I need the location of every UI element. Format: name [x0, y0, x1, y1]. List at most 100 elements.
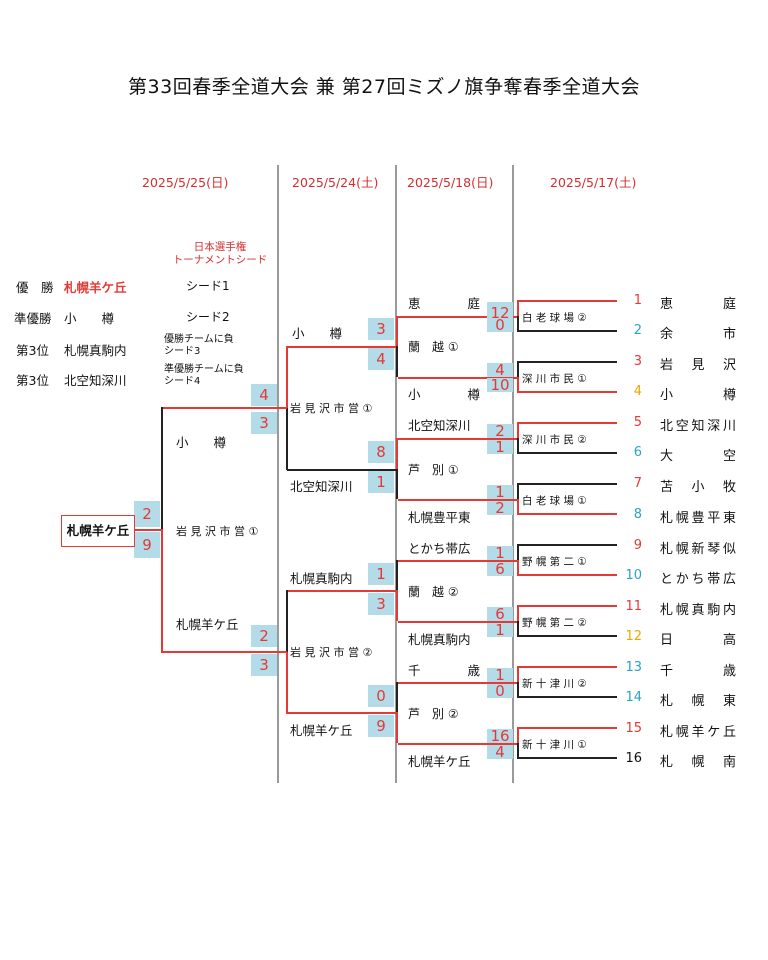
score-box: 8: [368, 441, 394, 463]
score-box: 9: [368, 715, 394, 737]
team-number: 8: [633, 507, 642, 522]
team-number: 4: [633, 384, 642, 399]
team-name: 札幌真駒内: [660, 603, 736, 618]
venue-label: 白 老 球 場 ②: [522, 312, 587, 324]
score-box: 9: [134, 532, 160, 558]
result-team: 北空知深川: [64, 373, 127, 388]
score-box: 4: [487, 745, 513, 760]
column-divider: [277, 165, 279, 783]
score-box: 2: [134, 501, 160, 527]
result-team: 札幌真駒内: [64, 343, 127, 358]
result-team-champion: 札幌羊ケ丘: [64, 280, 127, 295]
venue-label: 岩 見 沢 市 営 ①: [176, 525, 259, 538]
venue-label: 芦 別 ②: [408, 707, 459, 721]
venue-label: 芦 別 ①: [408, 463, 459, 477]
venue-label: 深 川 市 民 ②: [522, 434, 587, 446]
result-seed: シード2: [186, 310, 230, 324]
result-place: 準優勝: [14, 311, 52, 326]
result-place: 第3位: [16, 343, 49, 358]
score-box: 3: [251, 412, 277, 434]
team-name: 札 幌 南: [660, 755, 736, 770]
team-name: 札幌羊ケ丘: [290, 723, 353, 738]
venue-label: 新 十 津 川 ①: [522, 739, 587, 751]
venue-label: 岩 見 沢 市 営 ②: [290, 646, 373, 659]
team-number: 1: [633, 293, 642, 308]
score-box: 0: [487, 684, 513, 699]
team-name: 札幌羊ケ丘: [660, 725, 736, 740]
score-box: 1: [487, 485, 513, 500]
team-number: 9: [633, 538, 642, 553]
score-box: 4: [251, 384, 277, 406]
team-name: 日 高: [660, 633, 736, 648]
result-place: 優 勝: [16, 280, 54, 295]
venue-label: 野 幌 第 二 ①: [522, 556, 587, 568]
team-name: 北空知深川: [290, 479, 353, 494]
team-name: 余 市: [660, 327, 736, 342]
venue-label: 岩 見 沢 市 営 ①: [290, 402, 373, 415]
score-box: 6: [487, 562, 513, 577]
score-box: 3: [251, 654, 277, 676]
column-divider: [395, 165, 397, 783]
team-name: 小 樽: [176, 435, 227, 450]
score-box: 10: [487, 378, 513, 393]
score-box: 1: [487, 546, 513, 561]
team-name: 恵 庭: [408, 296, 480, 311]
team-name: 千 歳: [660, 664, 736, 679]
score-box: 1: [368, 563, 394, 585]
seed-header-line: トーナメントシード: [172, 254, 268, 266]
score-box: 2: [487, 424, 513, 439]
team-name: 札幌真駒内: [290, 571, 353, 586]
score-box: 1: [487, 440, 513, 455]
score-box: 4: [487, 363, 513, 378]
result-seed: 優勝チームに負 シード3: [164, 334, 234, 357]
team-name: 札幌真駒内: [408, 632, 471, 647]
page-title: 第33回春季全道大会 兼 第27回ミズノ旗争奪春季全道大会: [128, 76, 640, 98]
seed-header-line: 日本選手権: [193, 241, 247, 253]
score-box: 2: [487, 501, 513, 516]
team-name: 札幌新琴似: [660, 542, 736, 557]
result-place: 第3位: [16, 373, 49, 388]
team-name: 苫小牧: [660, 480, 736, 495]
column-divider: [512, 165, 514, 783]
score-box: 16: [487, 729, 513, 744]
team-number: 7: [633, 476, 642, 491]
champion-box: 札幌羊ケ丘: [61, 515, 135, 547]
team-number: 11: [625, 599, 642, 614]
team-number: 13: [625, 660, 642, 675]
result-seed: シード1: [186, 279, 230, 293]
venue-label: 野 幌 第 二 ②: [522, 617, 587, 629]
team-number: 5: [633, 415, 642, 430]
team-name: 岩見沢: [660, 358, 736, 373]
score-box: 3: [368, 318, 394, 340]
team-number: 16: [625, 751, 642, 766]
result-seed: 準優勝チームに負 シード4: [164, 364, 244, 387]
team-name: 小 樽: [292, 326, 343, 341]
venue-label: 蘭 越 ①: [408, 340, 459, 354]
score-box: 0: [368, 685, 394, 707]
team-name: 恵 庭: [660, 297, 736, 312]
date-round1: 2025/5/17(土): [550, 175, 637, 190]
date-final: 2025/5/25(日): [142, 175, 229, 190]
team-number: 6: [633, 445, 642, 460]
date-round3: 2025/5/24(土): [292, 175, 379, 190]
team-number: 14: [625, 690, 642, 705]
team-number: 15: [625, 721, 642, 736]
score-box: 1: [487, 668, 513, 683]
team-name: 北空知深川: [660, 419, 736, 434]
team-number: 2: [633, 323, 642, 338]
score-box: 3: [368, 593, 394, 615]
score-box: 6: [487, 607, 513, 622]
score-box: 1: [487, 623, 513, 638]
team-name: 大 空: [660, 449, 736, 464]
team-name: 小 樽: [408, 387, 480, 402]
result-team: 小 樽: [64, 311, 115, 326]
team-name: 千 歳: [408, 663, 480, 678]
team-number: 12: [625, 629, 642, 644]
venue-label: 蘭 越 ②: [408, 585, 459, 599]
score-box: 0: [487, 318, 513, 333]
team-name: とかち帯広: [660, 572, 736, 587]
score-box: 4: [368, 348, 394, 370]
team-number: 10: [625, 568, 642, 583]
team-name: 札幌豊平東: [660, 511, 736, 526]
